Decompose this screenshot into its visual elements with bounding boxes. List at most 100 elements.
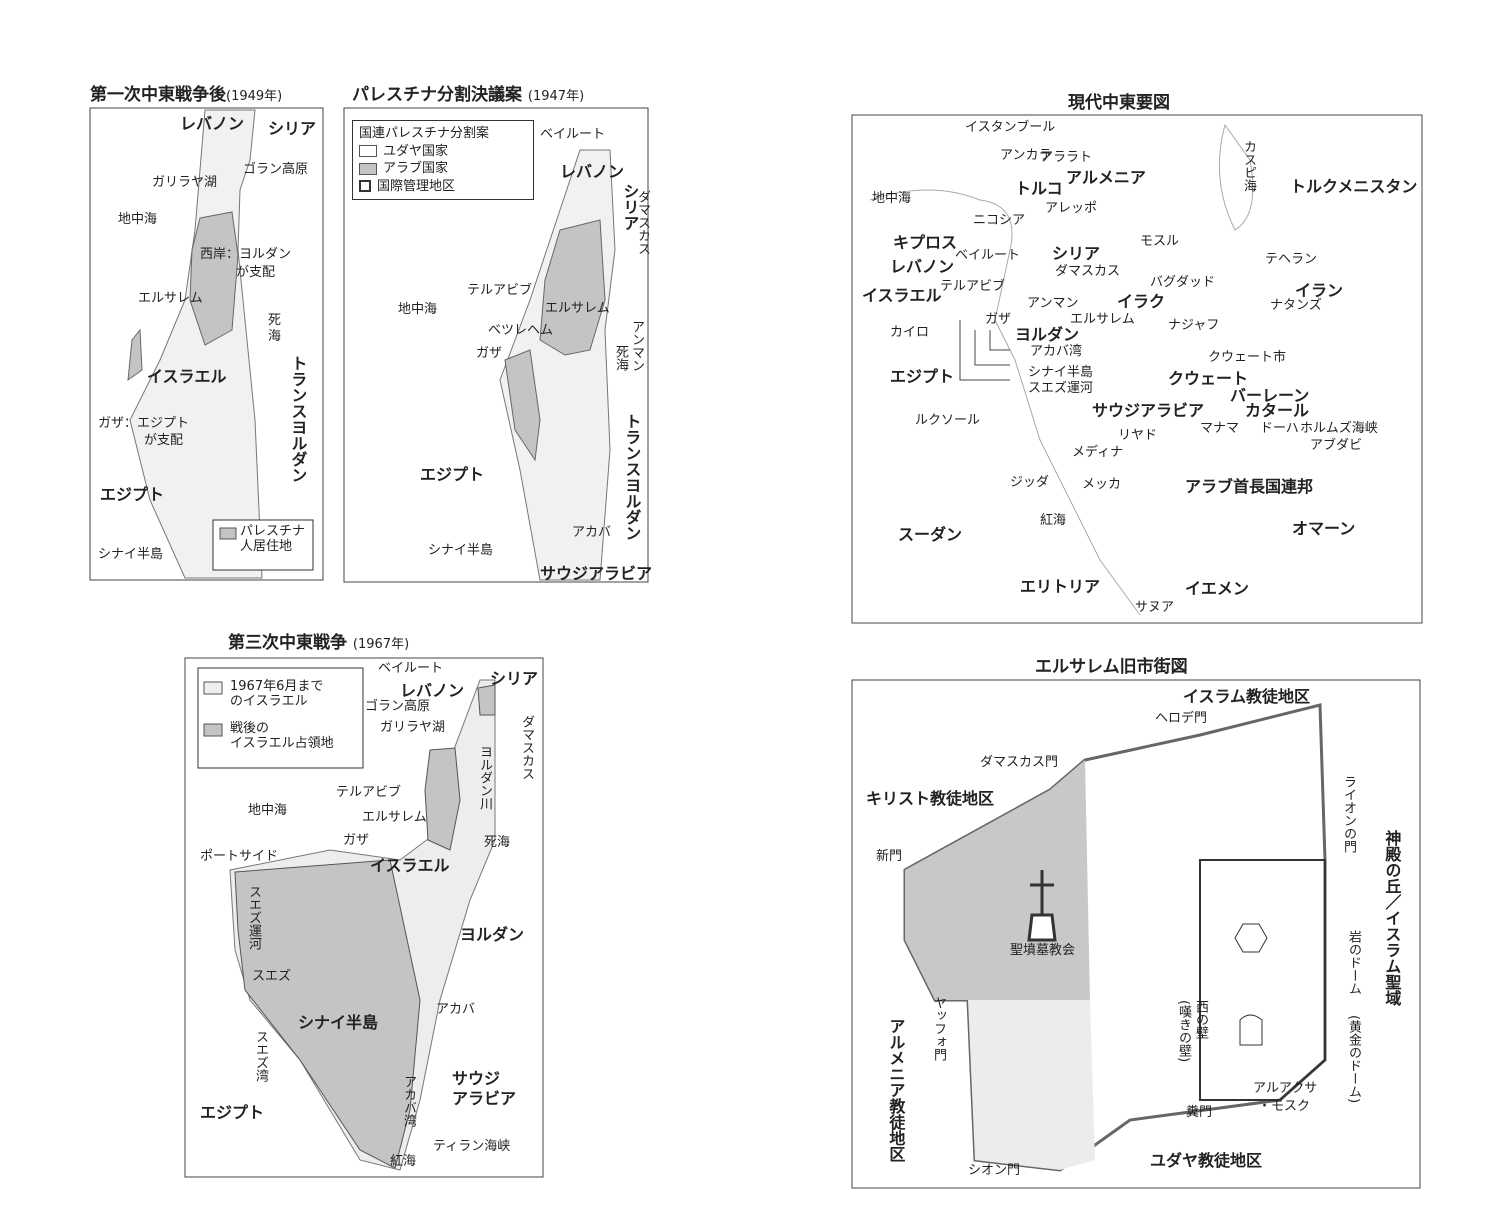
m5-label: 糞門: [1186, 1105, 1213, 1120]
map1-legend-swatch: [219, 527, 237, 540]
m3-label: シナイ半島: [298, 1013, 379, 1032]
m5-label: (嘆きの壁): [1175, 1000, 1191, 1063]
m4-label: トルコ: [1015, 179, 1063, 198]
map1-gaza: [127, 328, 143, 382]
m3-label: ゴラン高原: [365, 699, 431, 714]
map4-frame: [851, 114, 1423, 624]
m3-label: ヨルダン川: [476, 745, 492, 810]
m4-label: メディナ: [1072, 445, 1124, 460]
m5-label: 新門: [876, 849, 903, 864]
m5-label: シオン門: [968, 1163, 1021, 1178]
m4-label: クウェート市: [1208, 350, 1287, 365]
m3-label: サウジ: [452, 1069, 501, 1088]
m3-label: イスラエル: [370, 856, 450, 875]
m1-label: シナイ半島: [98, 547, 164, 562]
m1-label: 西岸：ヨルダン: [200, 247, 292, 262]
m4-label: マナマ: [1200, 421, 1240, 436]
m5-label: 聖墳墓教会: [1010, 943, 1076, 958]
m3-label: 地中海: [248, 803, 288, 818]
m1-label: が支配: [144, 433, 184, 448]
m4-label: キプロス: [893, 233, 958, 252]
m4-label: リヤド: [1118, 428, 1158, 443]
m3-label: ベイルート: [378, 661, 444, 676]
m3-label: アカバ湾: [400, 1075, 416, 1127]
m1-label: エジプト: [100, 485, 165, 504]
m4-label: アララト: [1040, 150, 1093, 165]
m3-label: アカバ: [436, 1002, 476, 1017]
m3-label: スエズ: [252, 969, 292, 984]
dome-of-rock-icon: [1234, 923, 1268, 953]
m1-label: トランスヨルダン: [288, 355, 308, 483]
m5-label: 西の壁: [1192, 1000, 1208, 1039]
m1-label: エルサレム: [138, 291, 203, 306]
m4-label: メッカ: [1082, 477, 1122, 492]
al-aqsa-icon: [1239, 1014, 1263, 1046]
m2-label: シリア: [620, 183, 640, 231]
m5-label: ユダヤ教徒地区: [1150, 1151, 1263, 1170]
m2-label: アンマン: [628, 320, 644, 372]
m4-label: アンマン: [1027, 296, 1079, 311]
legend-title: 国連パレスチナ分割案: [359, 126, 490, 141]
m5-label: アルアクサ: [1253, 1081, 1318, 1096]
m2-label: シナイ半島: [428, 543, 494, 558]
map2-title: パレスチナ分割決議案 (1947年): [352, 85, 585, 105]
map2-arab-state: [539, 219, 606, 356]
m4-label: バグダッド: [1150, 275, 1216, 290]
m3-label: エルサレム: [362, 810, 427, 825]
m3-label: シリア: [490, 669, 539, 688]
m4-label: イスラエル: [862, 286, 942, 305]
map3-golan: [477, 684, 496, 716]
m4-label: モスル: [1140, 234, 1180, 249]
m1-label: ガリラヤ湖: [152, 175, 218, 190]
m3-label: 紅海: [390, 1154, 417, 1169]
m1-label: イスラエル: [147, 367, 227, 386]
m4-label: 地中海: [872, 191, 912, 206]
m4-label: ナジャフ: [1168, 318, 1220, 333]
m4-label: ヨルダン: [1015, 325, 1080, 344]
m3-label: ガザ: [343, 833, 370, 848]
m4-label: サウジアラビア: [1092, 401, 1205, 420]
m4-label: テヘラン: [1265, 252, 1318, 267]
m1-label: 死: [268, 313, 282, 328]
m5-label: ヘロデ門: [1155, 711, 1208, 726]
m4-label: イスタンブール: [965, 120, 1056, 135]
m2-label: 地中海: [398, 302, 438, 317]
m1-label: 海: [268, 329, 282, 344]
m4-label: アンカラ: [1000, 148, 1052, 163]
m3-label: スエズ湾: [252, 1030, 268, 1082]
m4-label: アルメニア: [1066, 168, 1146, 187]
m3-label: ティラン海峡: [433, 1139, 511, 1154]
map5-title: エルサレム旧市街図: [1035, 657, 1188, 677]
m4-label: 紅海: [1040, 513, 1067, 528]
m2-label: エルサレム: [545, 301, 610, 316]
m2-label: トランスヨルダン: [622, 413, 642, 541]
m4-label: ホルムズ海峡: [1300, 421, 1378, 436]
m2-label: レバノン: [560, 162, 625, 181]
m5-label: 神殿の丘／イスラム聖域: [1382, 830, 1402, 1006]
m5-label: ヤッフォ門: [930, 996, 946, 1061]
m4-label: ガザ: [985, 312, 1012, 327]
m5-label: (黄金のドーム): [1345, 1015, 1361, 1104]
m4-label: アカバ湾: [1030, 344, 1083, 359]
map3-sinai-occupied: [234, 859, 421, 1169]
map4-coastline: [869, 189, 1141, 616]
m4-label: カスピ海: [1240, 140, 1256, 192]
m4-label: イラン: [1295, 281, 1344, 300]
m1-label: 地中海: [118, 212, 158, 227]
m4-label: クウェート: [1168, 369, 1249, 388]
m4-label: シリア: [1052, 244, 1101, 263]
m1-label: シリア: [268, 119, 317, 138]
m4-label: テルアビブ: [940, 279, 1006, 294]
m4-label: カタール: [1245, 401, 1310, 420]
legend-international: 国際管理地区: [359, 178, 527, 196]
m5-label: ダマスカス門: [980, 755, 1059, 770]
m2-label: テルアビブ: [467, 283, 533, 298]
m4-label: ジッダ: [1010, 475, 1050, 490]
m2-label: ベイルート: [540, 127, 606, 142]
m4-label: アレッポ: [1045, 201, 1098, 216]
m4-label: ドーハ: [1260, 421, 1299, 436]
m4-label: バーレーン: [1230, 386, 1310, 405]
m3-label: ポートサイド: [200, 849, 279, 864]
m2-label: エジプト: [420, 465, 485, 484]
m2-label: ベツレヘム: [488, 323, 554, 338]
